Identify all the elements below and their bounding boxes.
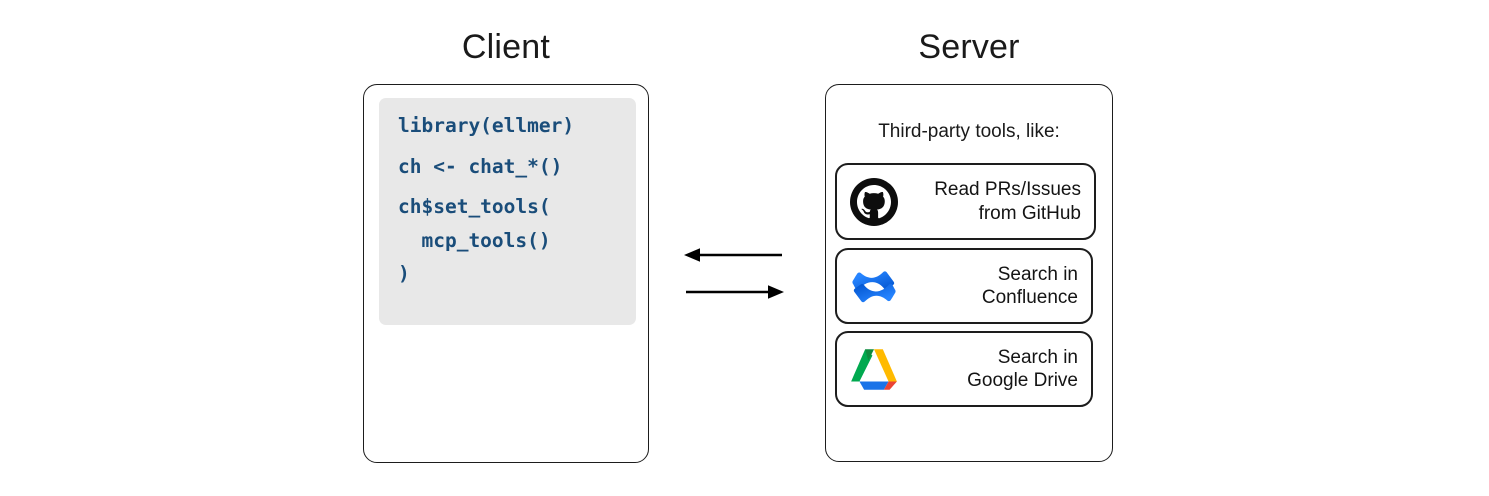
tool-card-google-drive[interactable]: Search in Google Drive [835, 331, 1093, 407]
client-title: Client [461, 28, 551, 66]
code-line: ch <- chat_*() [398, 154, 563, 178]
confluence-icon [847, 259, 901, 313]
github-icon [847, 175, 901, 229]
server-title: Server [918, 28, 1020, 66]
code-spacer [398, 136, 636, 157]
code-block: library(ellmer) ch <- chat_*() ch$set_to… [379, 98, 636, 325]
tool-label: Search in Google Drive [967, 346, 1078, 391]
client-to-server-arrow [686, 285, 784, 299]
server-to-client-arrow [684, 248, 782, 262]
client-panel: library(ellmer) ch <- chat_*() ch$set_to… [363, 84, 649, 463]
code-line: ) [398, 262, 410, 285]
google-drive-icon [847, 342, 901, 396]
tool-card-github[interactable]: Read PRs/Issues from GitHub [835, 163, 1096, 240]
connection-arrows [680, 240, 790, 308]
code-spacer [398, 176, 636, 197]
tool-card-confluence[interactable]: Search in Confluence [835, 248, 1093, 324]
code-line: mcp_tools() [398, 228, 551, 252]
code-line: ch$set_tools( [398, 195, 551, 218]
code-line: library(ellmer) [398, 114, 575, 137]
tool-label: Read PRs/Issues from GitHub [934, 179, 1081, 224]
server-caption: Third-party tools, like: [878, 121, 1060, 142]
tool-label: Search in Confluence [981, 263, 1078, 308]
